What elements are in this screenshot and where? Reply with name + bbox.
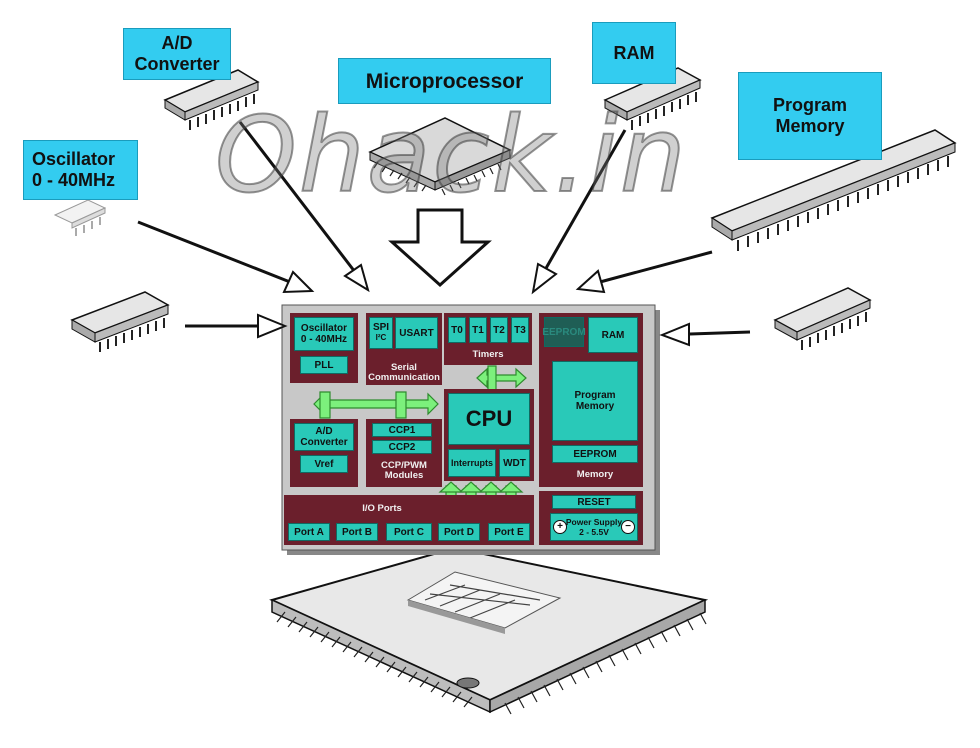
port-a: Port A [288,523,330,541]
timer-t3: T3 [511,317,529,343]
program-memory-label: Program Memory [738,72,882,160]
port-e: Port E [488,523,530,541]
port-b: Port B [336,523,378,541]
plus-icon: + [553,520,567,534]
memory-caption: Memory [576,469,614,480]
ad-converter-label: A/D Converter [123,28,231,80]
oscillator-chip [53,199,107,236]
pll-cell: PLL [300,356,348,374]
i2c-text: I²C [375,333,387,342]
cpu-cell: CPU [448,393,530,445]
usart-cell: USART [395,317,438,349]
program-memory-cell: Program Memory [552,361,638,441]
reset-cell: RESET [552,495,636,509]
wdt-cell: WDT [499,449,530,477]
vref-cell: Vref [300,455,348,473]
arrows [137,121,751,347]
port-d: Port D [438,523,480,541]
ram-cell: RAM [588,317,638,353]
eeprom-small-cell: EEPROM [542,317,586,347]
ccp2-cell: CCP2 [372,440,432,454]
spi-text: SPI [372,322,390,333]
ram-label: RAM [592,22,676,84]
timer-t2: T2 [490,317,508,343]
io-caption: I/O Ports [362,503,402,514]
timer-t0: T0 [448,317,466,343]
left-dip-chip [70,291,170,352]
ad-converter-cell: A/D Converter [294,423,354,451]
minus-icon: − [621,520,635,534]
microprocessor-label: Microprocessor [338,58,551,104]
program-memory-chip [710,129,957,251]
timer-t1: T1 [469,317,487,343]
microcontroller-board: Oscillator 0 - 40MHz PLL SPI I²C USART S… [282,305,655,550]
right-dip-chip [773,287,872,350]
bottom-chip [269,546,709,715]
spi-cell: SPI I²C [369,317,393,349]
interrupts-cell: Interrupts [448,449,496,477]
oscillator-cell: Oscillator 0 - 40MHz [294,317,354,351]
microprocessor-chip [368,117,512,196]
ccp1-cell: CCP1 [372,423,432,437]
power-supply-cell: + Power Supply 2 - 5.5V − [550,513,638,541]
timers-caption: Timers [472,349,504,360]
ram-chip [603,67,702,130]
port-c: Port C [386,523,432,541]
power-supply-text: Power Supply 2 - 5.5V [565,517,623,537]
oscillator-label: Oscillator 0 - 40MHz [23,140,138,200]
ccp-caption: CCP/PWM Modules [381,460,427,481]
ad-converter-chip [163,69,260,130]
serial-caption: Serial Communication [368,362,440,383]
eeprom-cell: EEPROM [552,445,638,463]
